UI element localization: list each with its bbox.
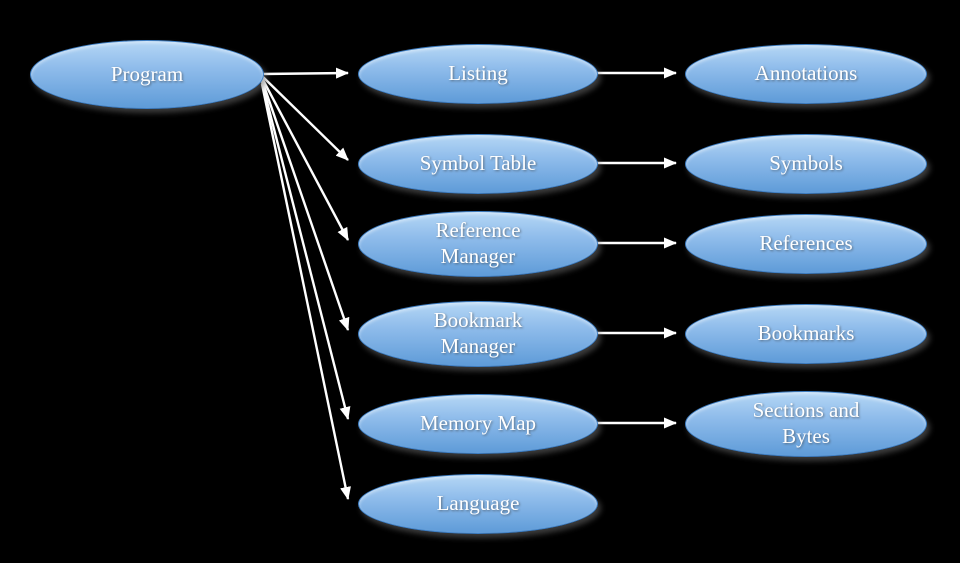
arrow-program-memory-map: [260, 81, 351, 420]
node-memory-map: Memory Map: [358, 394, 598, 454]
node-memory-map-label: Memory Map: [419, 411, 537, 436]
node-language: Language: [358, 474, 598, 534]
node-symbol-table-label: Symbol Table: [419, 151, 537, 176]
arrow-program-symbol-table: [261, 75, 349, 161]
node-symbols: Symbols: [685, 134, 927, 194]
node-program-label: Program: [110, 61, 184, 86]
arrow-program-bookmark-manager: [260, 79, 350, 331]
node-program: Program: [30, 40, 264, 109]
node-language-label: Language: [436, 491, 520, 516]
node-bookmarks-label: Bookmarks: [757, 321, 855, 346]
arrow-program-language: [260, 83, 351, 500]
node-listing-label: Listing: [448, 61, 508, 86]
node-sections-and-bytes-label: Sections and Bytes: [752, 398, 860, 448]
node-annotations-label: Annotations: [754, 61, 858, 86]
node-bookmarks: Bookmarks: [685, 304, 927, 364]
node-bookmark-manager-label: Bookmark Manager: [433, 308, 523, 358]
node-reference-manager: Reference Manager: [358, 211, 598, 277]
node-symbols-label: Symbols: [769, 151, 843, 176]
node-sections-and-bytes: Sections and Bytes: [685, 391, 927, 457]
node-references-label: References: [759, 231, 853, 256]
arrow-program-listing: [261, 67, 349, 79]
node-bookmark-manager: Bookmark Manager: [358, 301, 598, 367]
arrow-program-reference-manager: [260, 77, 350, 241]
node-listing: Listing: [358, 44, 598, 104]
node-annotations: Annotations: [685, 44, 927, 104]
node-symbol-table: Symbol Table: [358, 134, 598, 194]
node-reference-manager-label: Reference Manager: [435, 218, 521, 268]
node-references: References: [685, 214, 927, 274]
